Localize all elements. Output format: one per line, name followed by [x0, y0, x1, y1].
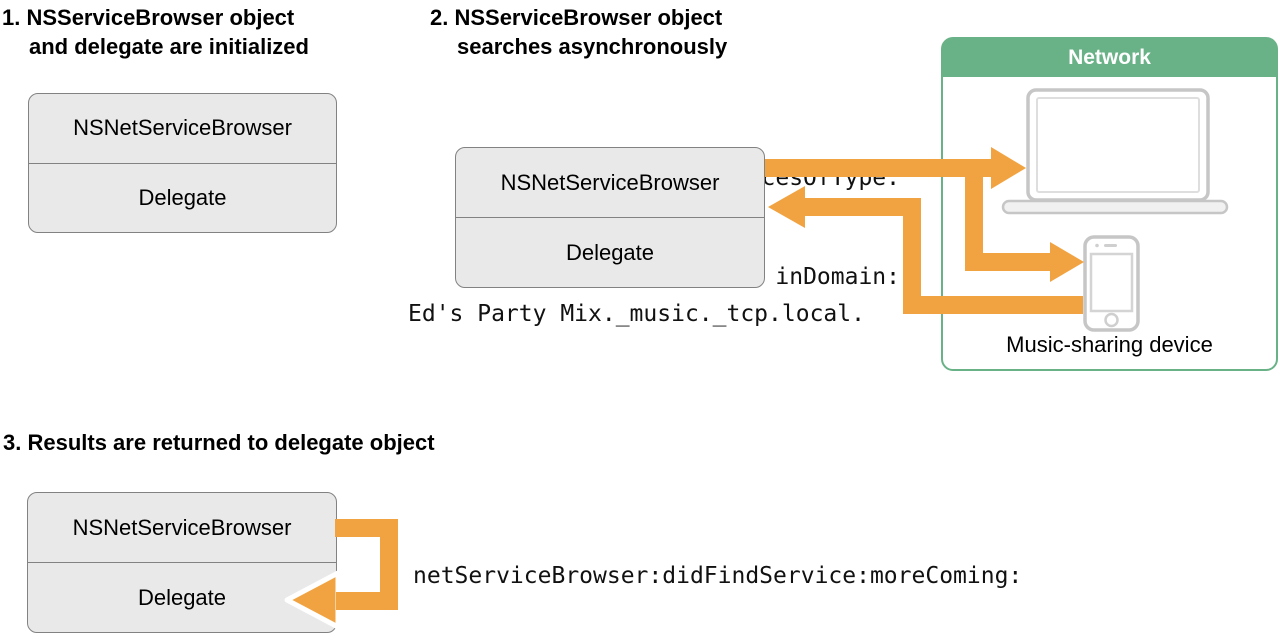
network-title: Network [1068, 46, 1151, 69]
step2-heading-line2: searches asynchronously [457, 34, 728, 59]
step2-class-label: NSNetServiceBrowser [500, 169, 720, 195]
delegate-callbacks-text: netServiceBrowser:didFindService:moreCom… [413, 509, 1050, 636]
step2-delegate-label: Delegate [456, 217, 764, 287]
step1-heading-line2: and delegate are initialized [29, 34, 309, 59]
step2-browser-box: NSNetServiceBrowser Delegate [455, 147, 765, 288]
step3-class-label: NSNetServiceBrowser [72, 514, 292, 540]
search-method-line2: inDomain: [775, 264, 900, 290]
step3-heading: 3. Results are returned to delegate obje… [3, 430, 435, 455]
step1-heading-line1: 1. NSServiceBrowser object [2, 5, 295, 30]
step2-heading-line1: 2. NSServiceBrowser object [430, 5, 723, 30]
music-sharing-device-label: Music-sharing device [1006, 332, 1213, 357]
step1-class-label: NSNetServiceBrowser [73, 115, 292, 141]
step3-delegate-label: Delegate [28, 562, 336, 632]
step1-delegate-label: Delegate [29, 162, 336, 233]
network-container: Network Music-sharing device [941, 37, 1278, 371]
network-header: Network [943, 39, 1276, 77]
step2-heading: 2. NSServiceBrowser object searches asyn… [430, 3, 727, 61]
callback-line-1: netServiceBrowser:didFindService:moreCom… [413, 563, 1023, 589]
step1-heading: 1. NSServiceBrowser object and delegate … [2, 3, 309, 61]
step1-browser-box: NSNetServiceBrowser Delegate [28, 93, 337, 233]
service-result-text: Ed's Party Mix._music._tcp.local. [408, 301, 865, 327]
step3-browser-box: NSNetServiceBrowser Delegate [27, 492, 337, 633]
